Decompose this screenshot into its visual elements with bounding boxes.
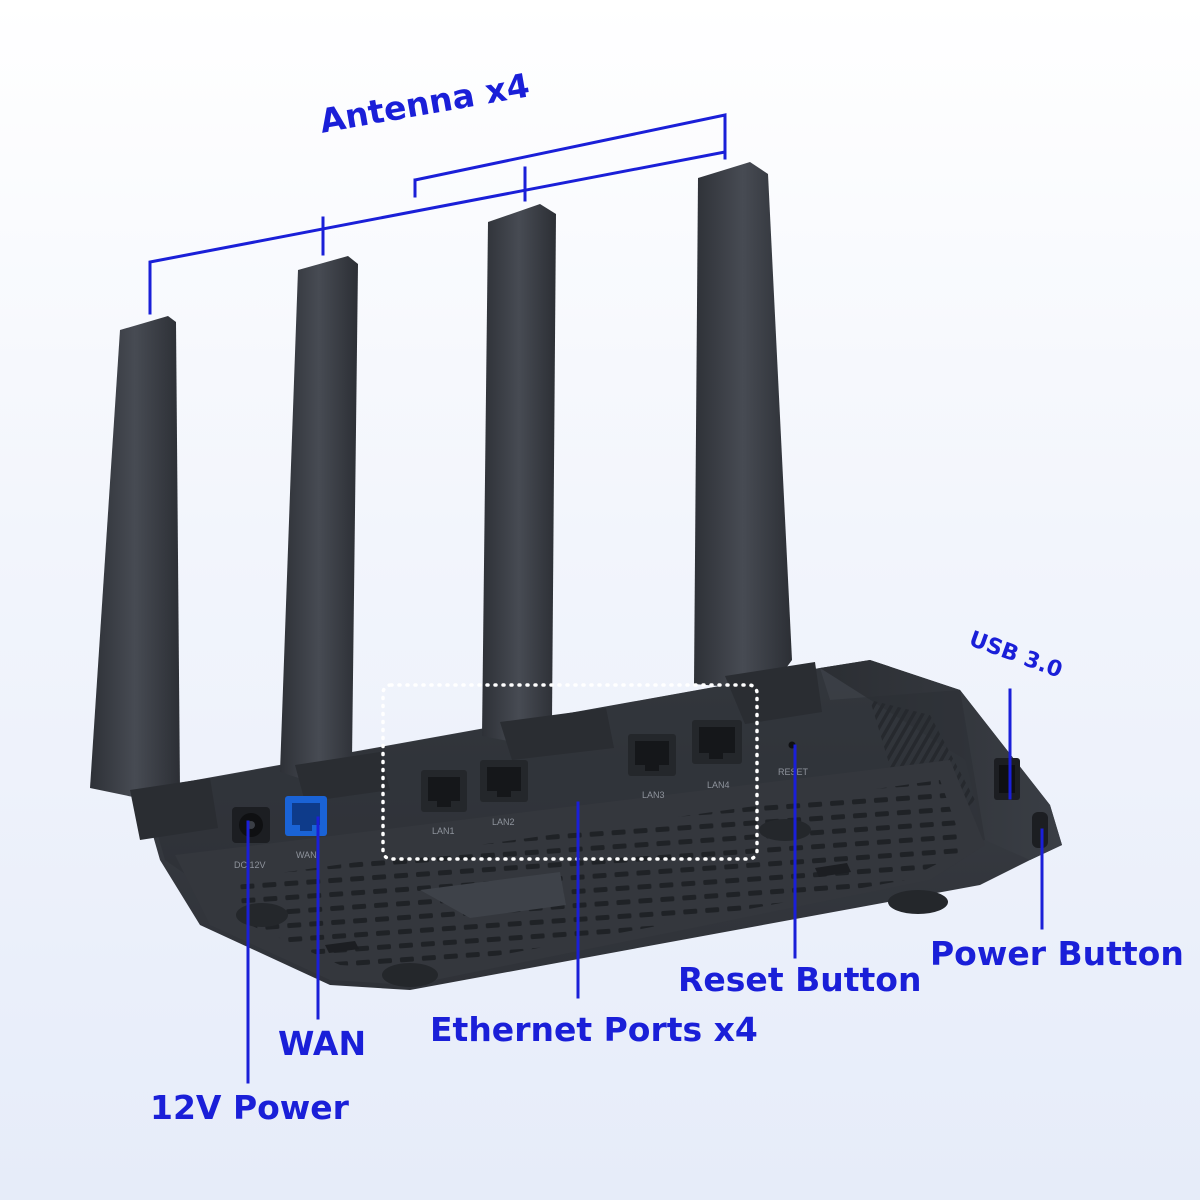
antenna-bracket	[148, 113, 727, 315]
wan-port-label: WAN	[296, 850, 317, 860]
power-switch	[1032, 812, 1048, 848]
reset-label: RESET	[778, 767, 809, 777]
wan-callout: WAN	[278, 1024, 367, 1063]
lan2-label: LAN2	[492, 817, 515, 827]
lan3-label: LAN3	[642, 790, 665, 800]
dc-port-label: DC 12V	[234, 860, 266, 870]
lan1-port: LAN1	[421, 770, 467, 836]
reset-button-callout: Reset Button	[678, 960, 922, 999]
antenna-2	[280, 256, 390, 802]
callout-lines	[148, 113, 1044, 1084]
dc-power-jack: DC 12V	[232, 807, 270, 870]
antenna-3	[482, 204, 614, 760]
power-button-callout: Power Button	[930, 934, 1184, 973]
lan4-port: LAN4	[692, 720, 742, 790]
rubber-foot	[759, 819, 811, 841]
lan4-label: LAN4	[707, 780, 730, 790]
wall-mount-hole	[815, 863, 851, 877]
ethernet-highlight-box	[381, 683, 759, 861]
lan2-port: LAN2	[480, 760, 528, 827]
lan3-port: LAN3	[628, 734, 676, 800]
router-side-panel	[820, 660, 1062, 860]
usb-port	[994, 758, 1020, 800]
rubber-foot	[888, 890, 948, 914]
antenna-1	[90, 316, 218, 840]
power-12v-callout: 12V Power	[150, 1088, 349, 1127]
rubber-foot	[382, 963, 438, 987]
ports: DC 12V WAN LAN1 LAN2 LAN3	[232, 720, 1048, 870]
router-body	[140, 660, 1062, 990]
lan1-label: LAN1	[432, 826, 455, 836]
rubber-foot	[236, 903, 288, 927]
ethernet-callout: Ethernet Ports x4	[430, 1010, 758, 1049]
wall-mount-hole	[325, 941, 359, 953]
antenna-4	[694, 162, 822, 724]
antennas	[90, 162, 822, 840]
